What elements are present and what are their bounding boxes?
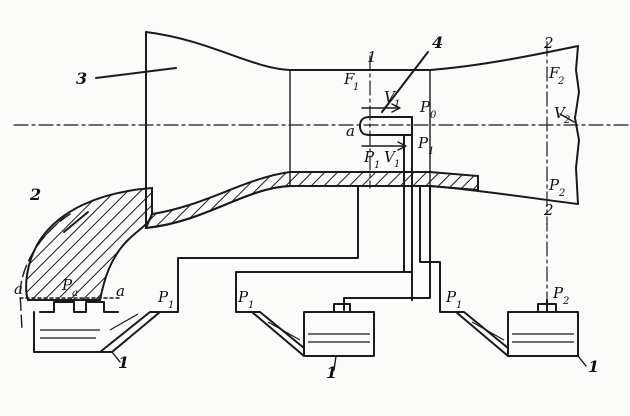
section-2-bottom-label: 2 — [543, 201, 554, 219]
manometer-middle-inclined-tube — [251, 311, 305, 357]
label-F1: F — [343, 70, 355, 88]
leader-1-middle — [333, 355, 337, 371]
label-P1-right-manometer-sub: 1 — [456, 300, 462, 311]
label-P1-right-manometer: P — [445, 288, 457, 306]
manometer-right-liquid — [471, 321, 574, 343]
manometer-middle-lid — [333, 303, 351, 313]
pitot-tube — [359, 51, 429, 301]
manometer-left — [33, 301, 161, 363]
label-V1-bottom-sub: 1 — [394, 159, 400, 170]
manometer-right-lid — [537, 303, 557, 313]
tube-pitot-middle — [235, 271, 413, 313]
label-a-right: a — [116, 282, 125, 300]
label-P1-pitot-sub: 1 — [428, 146, 434, 157]
leader-4 — [381, 51, 429, 113]
label-point-a: a — [346, 122, 355, 140]
outlet-edge — [574, 45, 580, 205]
label-V1-bottom: V — [384, 148, 397, 166]
label-1-left: 1 — [118, 353, 129, 372]
label-3: 3 — [76, 69, 87, 88]
label-1-right: 1 — [588, 357, 599, 376]
label-P1-pitot: P — [417, 134, 429, 152]
manometer-middle-liquid — [267, 321, 370, 343]
label-F1-sub: 1 — [353, 82, 359, 93]
section-1-top-label: 1 — [367, 48, 377, 66]
manometer-middle — [251, 303, 375, 371]
label-P0-sub: 0 — [430, 110, 437, 121]
channel-body — [144, 31, 580, 230]
label-P2-channel: P — [548, 176, 560, 194]
nozzle-hatched-body — [25, 186, 153, 301]
tube-p1-right — [419, 185, 457, 313]
inlet-nozzle — [19, 186, 153, 331]
label-P1-middle-manometer-sub: 1 — [248, 300, 254, 311]
manometer-left-inclined-tube — [99, 311, 161, 353]
tube-p1-left — [159, 185, 359, 313]
manometer-right — [455, 303, 587, 367]
label-P1-channel: P — [363, 148, 375, 166]
label-V1-top-sub: 1 — [394, 99, 400, 110]
manometer-middle-vessel — [303, 311, 375, 357]
manometer-left-vessel — [33, 311, 101, 353]
manometer-left-lid — [39, 301, 119, 313]
label-F2: F — [548, 64, 560, 82]
velocity-arrowhead-top — [391, 103, 401, 113]
manometer-right-inclined-tube — [455, 311, 509, 357]
label-V2-sub: 2 — [563, 115, 570, 126]
label-P1-channel-sub: 1 — [374, 160, 380, 171]
label-P1-left-manometer-sub: 1 — [168, 300, 174, 311]
label-P1-left-manometer: P — [157, 288, 169, 306]
manometer-left-liquid — [40, 313, 139, 339]
section-2-top-label: 2 — [543, 34, 554, 52]
leader-3 — [95, 67, 177, 79]
nozzle-dashed-outline — [19, 213, 71, 331]
label-4: 4 — [432, 33, 443, 52]
channel-top-wall — [145, 31, 579, 71]
pitot-tip — [359, 116, 413, 136]
label-Pa: P — [61, 276, 73, 294]
label-P0: P — [419, 98, 431, 116]
label-2: 2 — [29, 185, 41, 204]
velocity-marker-v2 — [559, 113, 575, 123]
label-P2-manometer-sub: 2 — [562, 296, 569, 307]
label-a-left: a — [14, 280, 23, 298]
label-V2: V — [554, 104, 567, 122]
leader-1-left — [111, 351, 121, 363]
label-1-middle: 1 — [326, 363, 337, 382]
nozzle-flow-arrow — [63, 211, 89, 233]
label-V1-top: V — [384, 88, 397, 106]
channel-wall-hatched — [144, 171, 479, 230]
manometer-right-vessel — [507, 311, 579, 357]
leader-1-right — [577, 355, 587, 367]
label-Pa-sub: a — [72, 288, 78, 299]
tube-static-middle — [343, 185, 431, 311]
label-P2-channel-sub: 2 — [558, 188, 565, 199]
label-F2-sub: 2 — [557, 76, 564, 87]
velocity-arrowhead-bottom — [397, 141, 407, 151]
label-P1-middle-manometer: P — [237, 288, 249, 306]
label-P2-manometer: P — [552, 284, 564, 302]
